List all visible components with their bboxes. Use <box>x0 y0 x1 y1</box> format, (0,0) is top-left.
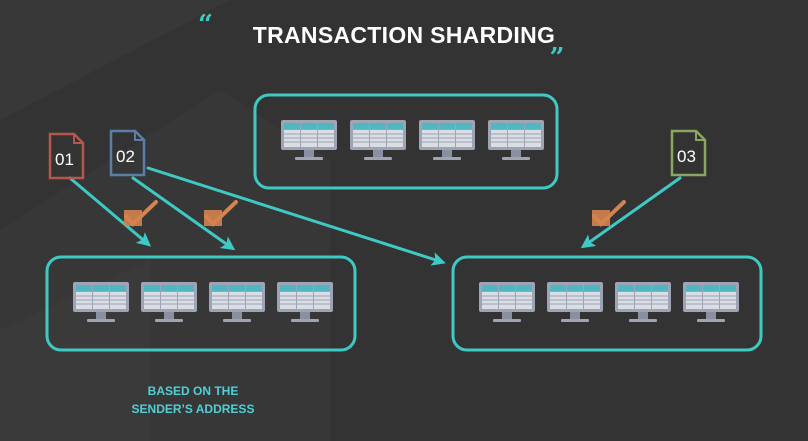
check-icons <box>124 200 626 227</box>
arrow-02-to-left-shard <box>131 176 236 251</box>
arrow-03-to-right-shard <box>580 176 682 249</box>
document-03-label: 03 <box>677 147 696 166</box>
monitor-icon <box>141 282 197 323</box>
monitor-icon <box>419 120 475 161</box>
document-01-label: 01 <box>55 150 74 169</box>
page-title: TRANSACTION SHARDING <box>252 22 556 48</box>
arrows <box>68 166 682 266</box>
open-quote-mark: “ <box>198 10 213 40</box>
monitor-icon <box>281 120 337 161</box>
monitor-icon <box>73 282 129 323</box>
title-block: TRANSACTION SHARDING <box>0 22 808 49</box>
monitor-icon <box>615 282 671 323</box>
monitor-icon <box>277 282 333 323</box>
monitor-icon <box>350 120 406 161</box>
monitor-icon <box>209 282 265 323</box>
check-icon <box>592 200 626 227</box>
arrow-01-to-left-shard <box>68 176 152 247</box>
close-quote-mark: „ <box>550 28 565 58</box>
check-icon <box>204 200 238 227</box>
shard-box-left <box>45 255 357 352</box>
node-group-left <box>73 282 333 323</box>
caption: BASED ON THE SENDER’S ADDRESS <box>108 382 278 418</box>
document-03: 03 <box>670 129 707 177</box>
shard-box-top <box>253 93 559 190</box>
check-icon <box>124 200 158 227</box>
node-group-top <box>281 120 544 161</box>
arrow-02-to-right-shard <box>146 166 446 266</box>
document-02-label: 02 <box>116 147 135 166</box>
monitor-icon <box>683 282 739 323</box>
node-group-right <box>479 282 739 323</box>
caption-line-1: BASED ON THE <box>147 384 239 398</box>
monitor-icon <box>488 120 544 161</box>
monitor-icon <box>479 282 535 323</box>
document-01: 01 <box>48 132 85 180</box>
caption-line-2: SENDER’S ADDRESS <box>131 402 255 416</box>
monitor-icon <box>547 282 603 323</box>
shard-box-right <box>451 255 763 352</box>
document-02: 02 <box>109 129 146 177</box>
